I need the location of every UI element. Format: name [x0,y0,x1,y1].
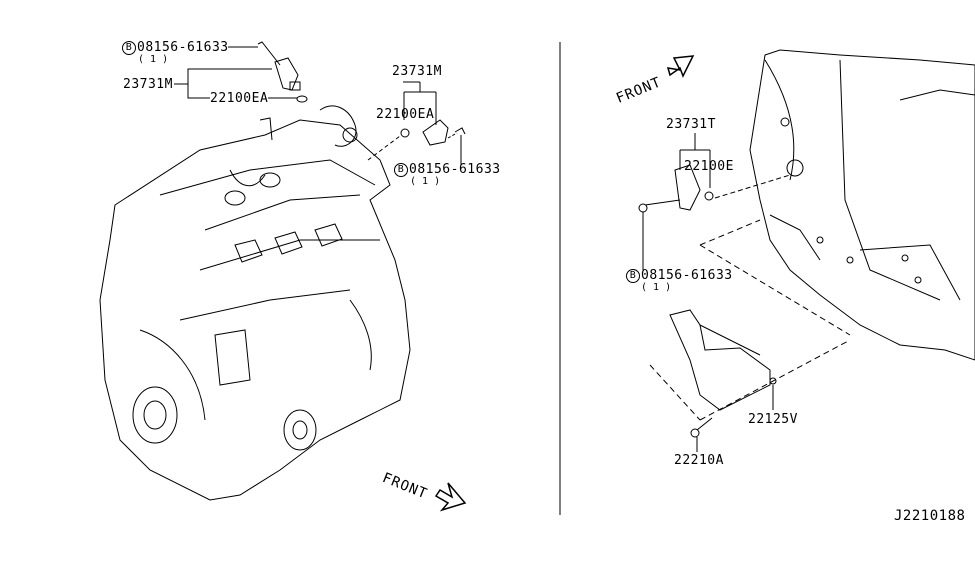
callout-oring-right: 22100EA [376,107,435,122]
callout-oring-rh: 22100E [684,159,734,174]
callout-cover: 22125V [748,412,798,427]
bolt-symbol-icon: B [394,163,408,177]
bolt-symbol-icon: B [122,41,136,55]
diagram-id: J2210188 [894,508,966,524]
callout-screw: 22210A [674,453,724,468]
engine-block-left [99,105,411,501]
sensor-top-art [174,41,308,103]
sensor-right-art [367,81,466,165]
callout-sensor-right: 23731M [392,64,442,79]
callout-oring-top: 22100EA [210,91,269,106]
front-arrow-left-icon [434,482,467,512]
callout-sensor-top: 23731M [123,77,173,92]
transmission-case-right [749,49,975,361]
qty-bolt-right: ( 1 ) [410,176,441,187]
qty-bolt-rh: ( 1 ) [641,282,672,293]
sensor-rh-art [638,133,791,270]
bolt-symbol-icon: B [626,269,640,283]
qty-bolt-top: ( 1 ) [138,54,169,65]
front-arrow-right-icon [666,55,695,78]
cover-art [649,219,851,452]
callout-sensor-rh: 23731T [666,117,716,132]
